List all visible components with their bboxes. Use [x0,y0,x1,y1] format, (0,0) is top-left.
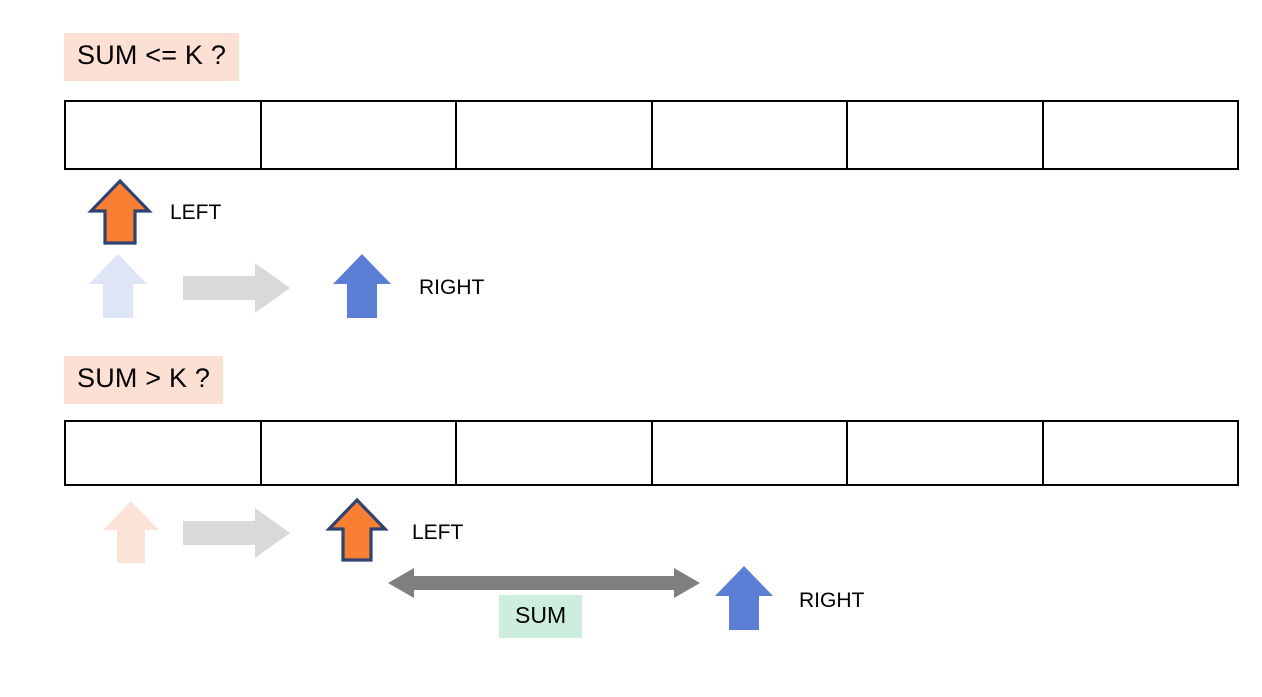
array-tape-case-le [64,100,1239,170]
tape-cell [1043,102,1237,168]
right-arrow-icon [183,263,291,313]
tape-cell [652,102,848,168]
tape-cell [457,102,653,168]
tape-cell [848,422,1044,484]
up-arrow-icon [714,565,774,631]
tape-cell [261,422,457,484]
pointer-label-right-case-gt: RIGHT [799,589,865,612]
tape-cell [1043,422,1237,484]
section-heading-sum-gt-k: SUM > K ? [64,356,224,404]
tape-cell [66,102,262,168]
right-arrow-icon [183,508,291,558]
up-arrow-icon [325,497,389,563]
tape-cell [66,422,262,484]
array-tape-case-gt [64,420,1239,486]
up-arrow-icon [332,253,392,319]
double-headed-arrow-icon [388,566,700,600]
up-arrow-icon [87,178,153,246]
pointer-label-left-case-le: LEFT [170,201,222,224]
tape-cell [652,422,848,484]
tape-cell [848,102,1044,168]
tape-cell [457,422,653,484]
pointer-label-left-case-gt: LEFT [412,521,464,544]
tape-cell [261,102,457,168]
section-heading-sum-le-k: SUM <= K ? [64,33,240,81]
up-arrow-icon [88,253,148,319]
span-label-sum: SUM [499,595,583,638]
up-arrow-icon [102,500,160,564]
pointer-label-right-case-le: RIGHT [419,276,485,299]
